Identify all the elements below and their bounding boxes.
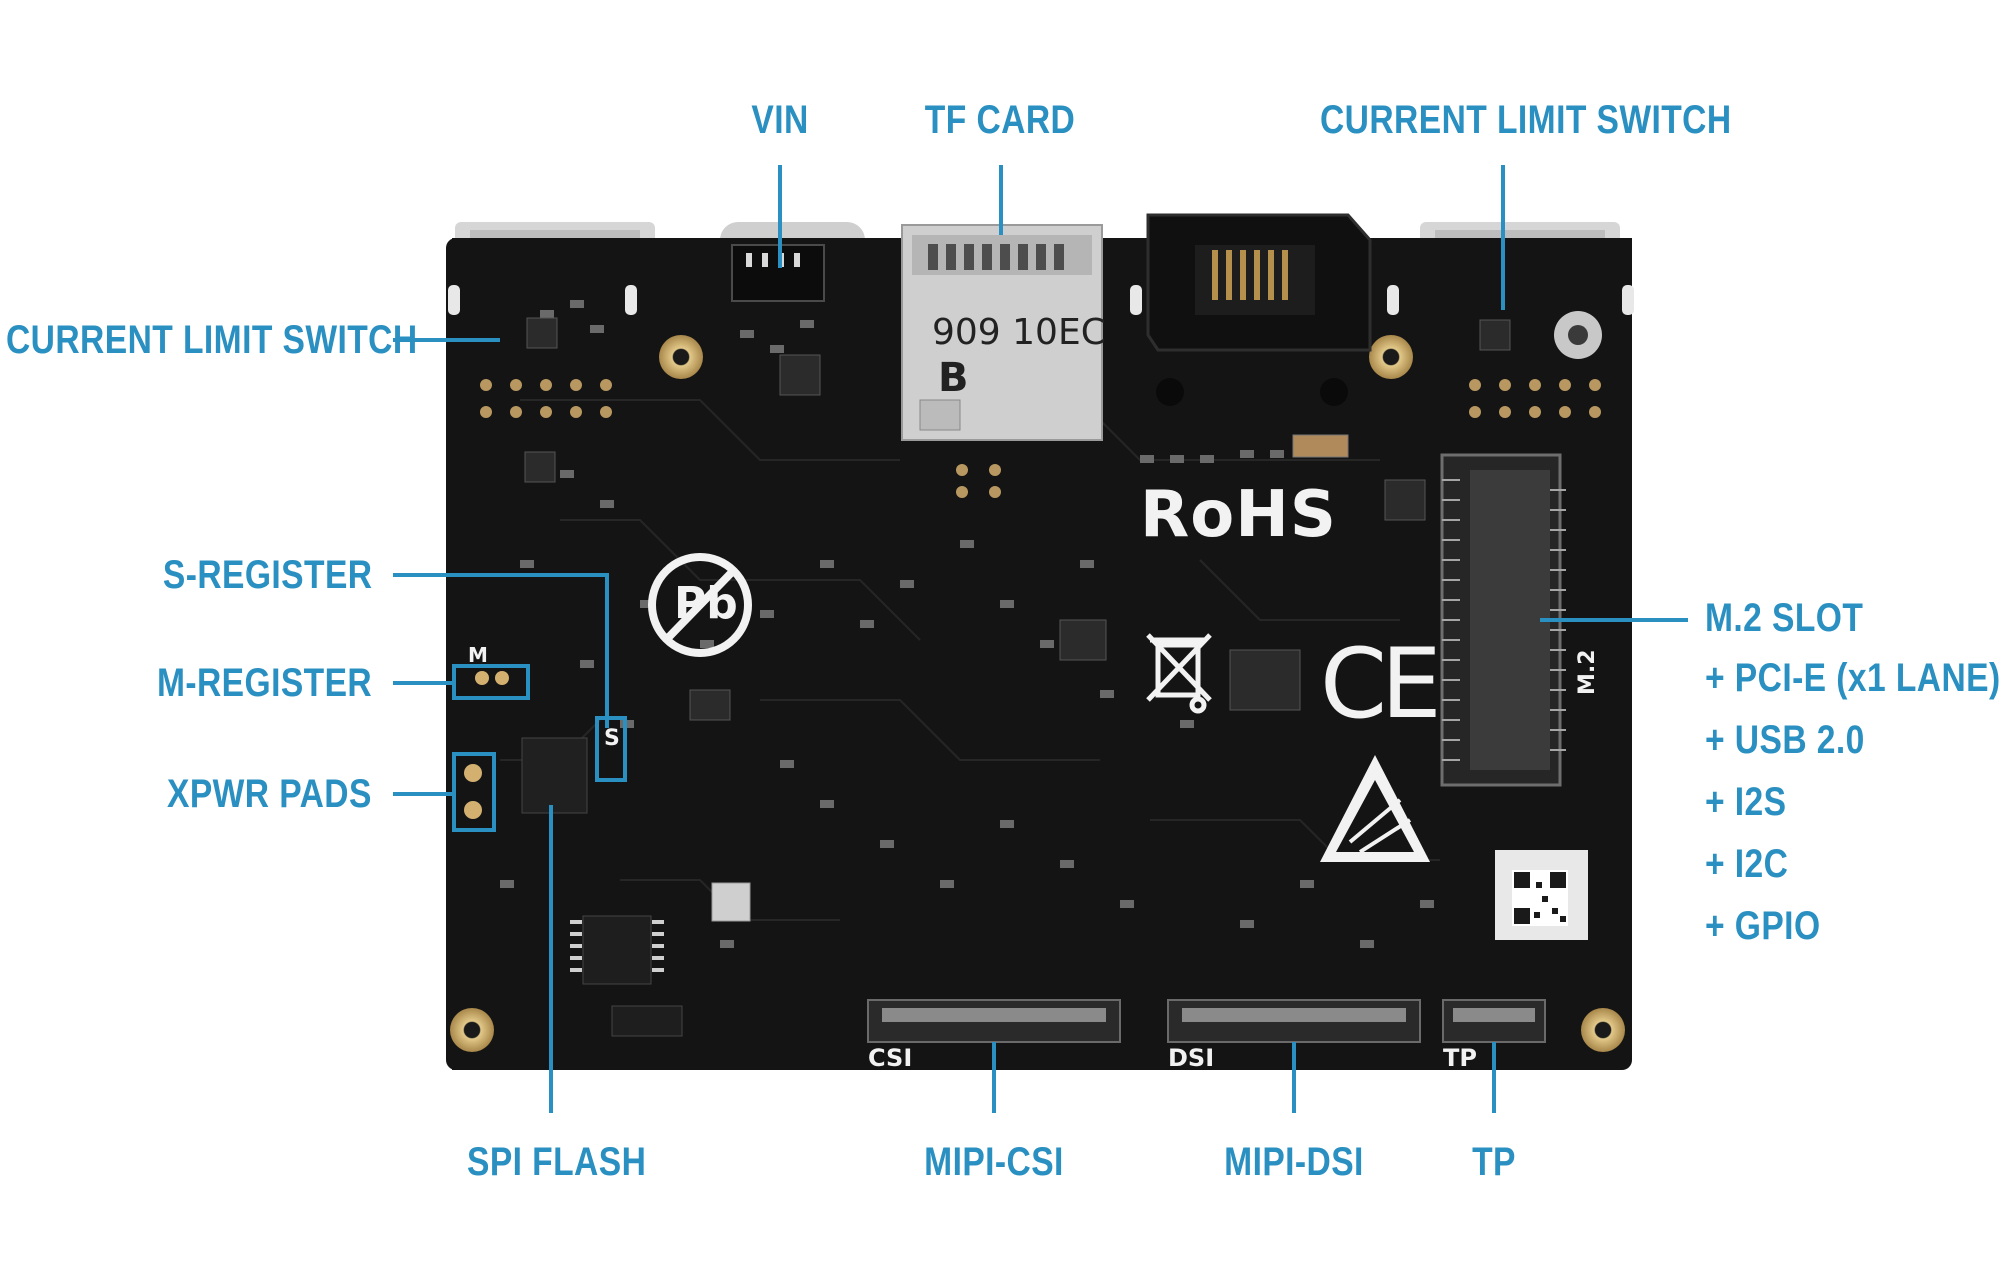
label-tf-card: TF CARD xyxy=(924,98,1076,142)
label-vin: VIN xyxy=(751,98,809,142)
mount-hole-br xyxy=(1581,1008,1625,1052)
m-silkscreen: M xyxy=(468,643,488,667)
label-current-limit-switch-left: CURRENT LIMIT SWITCH xyxy=(6,318,418,362)
tf-code-line1: 909 10EC xyxy=(932,312,1106,353)
pb-text: Pb xyxy=(674,578,738,629)
label-xpwr-pads: XPWR PADS xyxy=(167,772,372,816)
dsi-silkscreen: DSI xyxy=(1168,1044,1215,1072)
tf-code-line2: B xyxy=(938,355,969,401)
m2-feature-usb: + USB 2.0 xyxy=(1705,718,1865,762)
label-s-register: S-REGISTER xyxy=(162,553,372,597)
csi-connector xyxy=(867,999,1121,1043)
tp-silkscreen: TP xyxy=(1443,1044,1477,1072)
mount-hole-tl xyxy=(659,335,703,379)
label-tp: TP xyxy=(1472,1140,1516,1184)
dsi-connector xyxy=(1167,999,1421,1043)
m2-feature-i2s: + I2S xyxy=(1705,780,1787,824)
m2-feature-i2c: + I2C xyxy=(1705,842,1789,886)
tf-card-slot xyxy=(901,224,1103,441)
s-silkscreen: S xyxy=(604,726,620,751)
ce-mark: CE xyxy=(1320,628,1442,740)
label-current-limit-switch-top: CURRENT LIMIT SWITCH xyxy=(1320,98,1732,142)
mount-hole-tr xyxy=(1369,335,1413,379)
ethernet-jack xyxy=(1146,213,1372,406)
m2-feature-pcie: + PCI-E (x1 LANE) xyxy=(1705,656,2000,700)
label-m2-slot: M.2 SLOT xyxy=(1705,596,1864,640)
mount-hole-bl xyxy=(450,1008,494,1052)
label-mipi-csi: MIPI-CSI xyxy=(924,1140,1064,1184)
label-spi-flash: SPI FLASH xyxy=(467,1140,647,1184)
weee-symbol xyxy=(1146,633,1212,714)
tp-connector xyxy=(1442,999,1546,1043)
m2-silkscreen: M.2 xyxy=(1575,649,1600,695)
spi-flash-chip xyxy=(521,737,588,814)
m2-slot-feature-list: M.2 SLOT + PCI-E (x1 LANE) + USB 2.0 + I… xyxy=(1705,598,2000,946)
csi-silkscreen: CSI xyxy=(868,1044,913,1072)
triangle-logo xyxy=(1320,755,1430,862)
lead-free-symbol xyxy=(648,553,752,657)
label-mipi-dsi: MIPI-DSI xyxy=(1224,1140,1364,1184)
m2-feature-gpio: + GPIO xyxy=(1705,904,1821,948)
m2-slot-connector xyxy=(1440,453,1566,787)
rohs-mark: RoHS xyxy=(1140,478,1337,552)
label-m-register: M-REGISTER xyxy=(156,661,372,705)
